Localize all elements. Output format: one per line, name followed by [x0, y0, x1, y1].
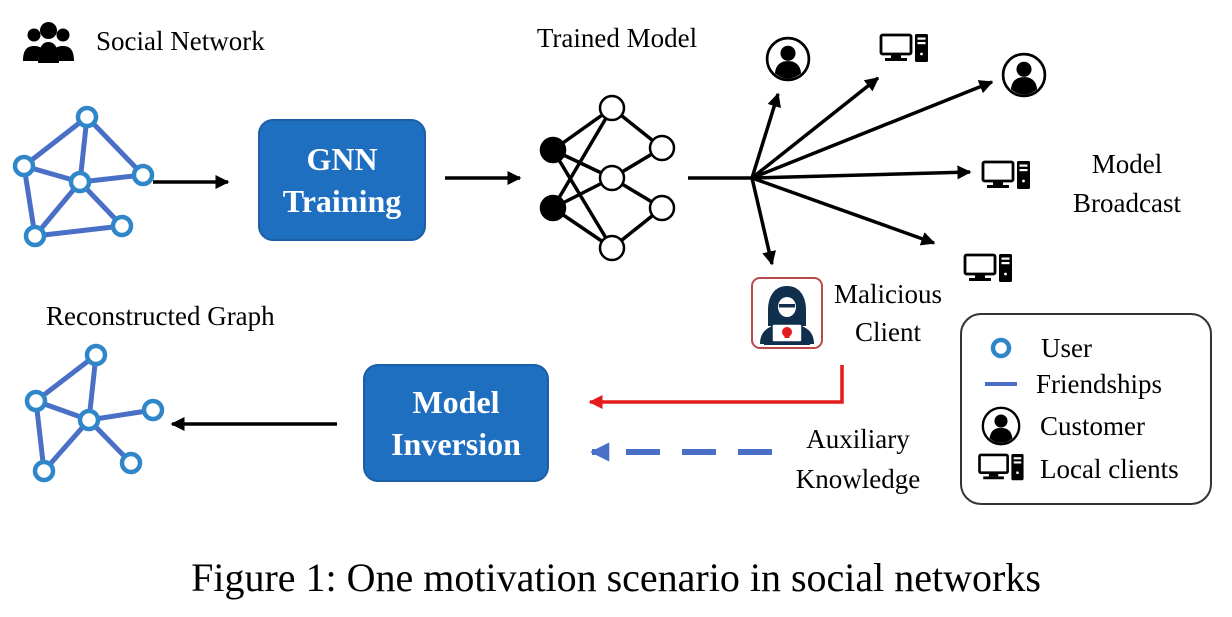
malicious-arrow [588, 365, 844, 409]
trained-model-label: Trained Model [537, 23, 697, 53]
legend-customer: Customer [1040, 411, 1145, 441]
model-broadcast-line2: Broadcast [1073, 188, 1181, 218]
auxiliary-line2: Knowledge [796, 464, 920, 494]
computer-icon [879, 33, 930, 64]
computer-icon [963, 253, 1014, 284]
broadcast-arrows [688, 76, 994, 266]
model-inversion-box: Model Inversion [363, 364, 549, 482]
reconstructed-graph [24, 343, 165, 483]
legend-local-clients: Local clients [1040, 454, 1179, 484]
model-inversion-line2: Inversion [391, 426, 521, 462]
gnn-training-box: GNN Training [258, 119, 426, 241]
social-network-label: Social Network [96, 26, 265, 56]
reconstructed-graph-label: Reconstructed Graph [46, 301, 275, 331]
model-broadcast-line1: Model [1092, 149, 1163, 179]
customer-icon [765, 36, 811, 82]
user-legend-icon [990, 337, 1012, 359]
people-icon [23, 22, 74, 63]
malicious-line2: Client [855, 317, 921, 347]
legend-user: User [1041, 333, 1092, 363]
legend-friendships: Friendships [1036, 369, 1162, 399]
gnn-training-line1: GNN [306, 141, 377, 177]
customer-icon [1001, 52, 1047, 98]
auxiliary-line1: Auxiliary [806, 424, 910, 454]
malicious-line1: Malicious [834, 279, 942, 309]
computer-icon [981, 160, 1032, 191]
figure-caption: Figure 1: One motivation scenario in soc… [191, 555, 1041, 600]
legend: User Friendships Customer Local clients [960, 313, 1212, 505]
neural-network-icon [539, 94, 676, 262]
gnn-training-line2: Training [283, 183, 402, 219]
model-inversion-line1: Model [412, 384, 499, 420]
customer-legend-icon [981, 406, 1021, 446]
hacker-icon [751, 277, 823, 349]
social-graph [12, 105, 155, 248]
